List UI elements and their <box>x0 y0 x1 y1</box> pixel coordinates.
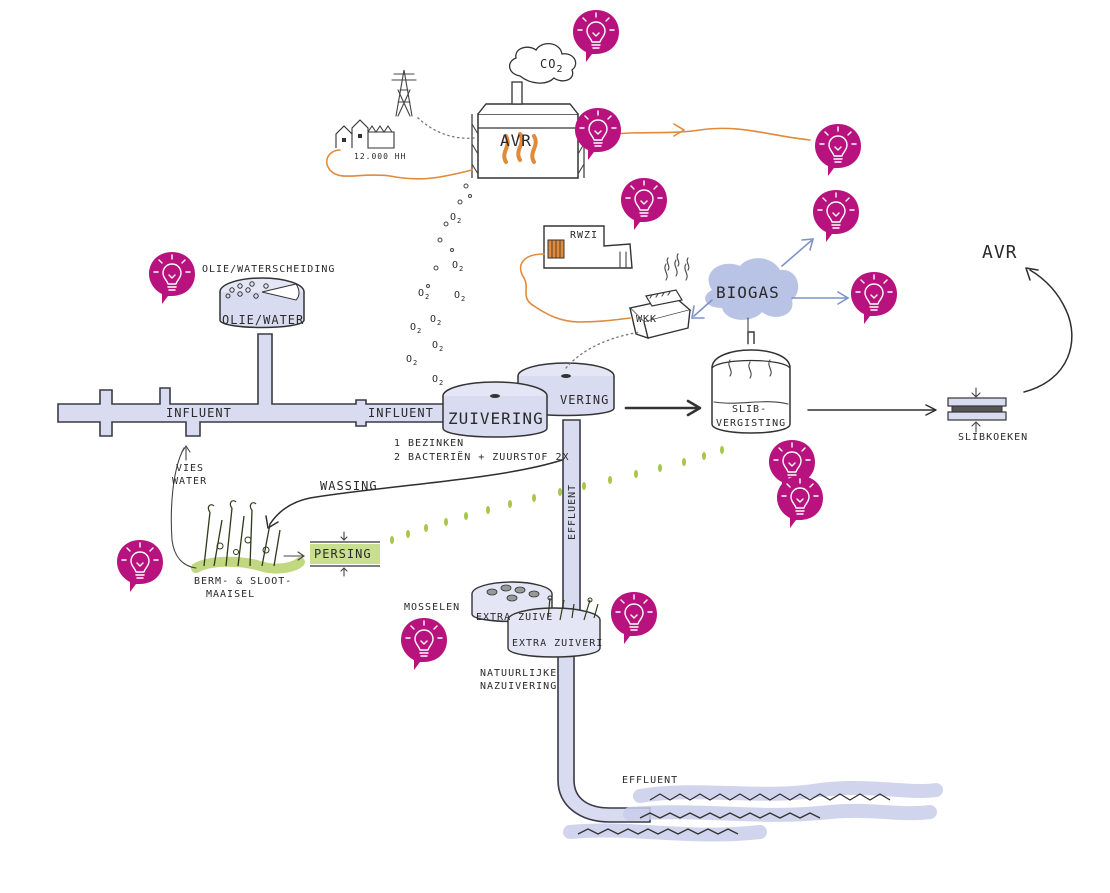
lightbulb-speech-bubble-icon[interactable] <box>850 271 898 325</box>
wkk-label: WKK <box>636 314 657 325</box>
avr-plant-label: AVR <box>500 131 532 150</box>
natuurlijke-label-2: NAZUIVERING <box>480 681 557 692</box>
berm-plants <box>191 500 305 574</box>
avr-heat-left <box>325 149 473 180</box>
lightbulb-speech-bubble-icon[interactable] <box>400 617 448 671</box>
households-label: 12.000 HH <box>354 152 406 161</box>
vies-water-line <box>170 447 197 569</box>
wassing-label: WASSING <box>320 479 378 493</box>
slibvergisting-label-1: SLIB- <box>732 404 767 415</box>
biogas-cloud <box>691 238 850 345</box>
step-2-label: 2 BACTERIËN + ZUURSTOF 2X <box>394 450 570 463</box>
berm-label-2: MAAISEL <box>206 589 255 600</box>
lightbulb-speech-bubble-icon[interactable] <box>574 107 622 161</box>
influent-pipe <box>57 333 451 437</box>
arrow-to-avr <box>1023 267 1073 393</box>
wassing-arrow <box>269 459 563 525</box>
oil-water-title: OLIE/WATERSCHEIDING <box>202 264 335 275</box>
lightbulb-speech-bubble-icon[interactable] <box>812 189 860 243</box>
co2-label: CO2 <box>540 57 563 75</box>
rwzi-heat-loop <box>519 253 631 323</box>
green-drops <box>390 446 724 544</box>
mosselen-label: MOSSELEN <box>404 602 460 613</box>
vies-water-label-2: WATER <box>172 476 207 487</box>
houses <box>335 119 395 149</box>
avr-plant <box>471 81 585 179</box>
o2-label: O2 <box>410 322 422 335</box>
power-dotted-link <box>415 115 475 139</box>
zuivering-tanks <box>442 362 615 438</box>
oil-water-tank-label: OLIE/WATER <box>222 313 304 327</box>
lightbulb-speech-bubble-icon[interactable] <box>620 177 668 231</box>
o2-label: O2 <box>450 212 462 225</box>
vies-water-label-1: VIES <box>176 463 204 474</box>
persing-label: PERSING <box>314 547 372 561</box>
o2-label: O2 <box>454 290 466 303</box>
o2-label: O2 <box>418 288 430 301</box>
arrow-to-slibkoeken <box>807 404 937 416</box>
influent-left-label: INFLUENT <box>166 406 232 420</box>
influent-right-label: INFLUENT <box>368 406 434 420</box>
co2-cloud <box>509 43 577 84</box>
o2-label: O2 <box>432 374 444 387</box>
rwzi-label: RWZI <box>570 230 598 241</box>
labels: INFLUENT INFLUENT OLIE/WATERSCHEIDING OL… <box>166 57 1028 786</box>
effluent-vertical-label: EFFLUENT <box>567 484 578 540</box>
step-1-label: 1 BEZINKEN <box>394 438 464 449</box>
lightbulb-speech-bubble-icon[interactable] <box>814 123 862 177</box>
persing-press <box>310 531 380 577</box>
zuivering-back-label: VERING <box>560 393 609 407</box>
o2-label: O2 <box>452 260 464 273</box>
extra-zuivering-back-label: EXTRA ZUIVE <box>476 612 553 623</box>
extra-zuivering-tanks <box>471 581 601 658</box>
power-pylon <box>391 69 417 117</box>
wkk-dotted-link <box>565 331 641 369</box>
effluent-water <box>563 781 943 842</box>
rwzi-building <box>543 225 633 269</box>
slibkoeken-label: SLIBKOEKEN <box>958 432 1028 443</box>
slibkoeken-press <box>947 387 1007 433</box>
lightbulb-speech-bubble-icon[interactable] <box>610 591 658 645</box>
lightbulb-speech-bubble-icon[interactable] <box>776 475 824 529</box>
extra-zuivering-front-label: EXTRA ZUIVERI <box>512 638 603 649</box>
o2-label: O2 <box>406 354 418 367</box>
berm-label-1: BERM- & SLOOT- <box>194 576 292 587</box>
zuivering-front-label: ZUIVERING <box>448 409 544 428</box>
natuurlijke-label-1: NATUURLIJKE <box>480 668 557 679</box>
lightbulb-speech-bubble-icon[interactable] <box>572 9 620 63</box>
oil-water-separator <box>219 277 305 329</box>
avr-right-label: AVR <box>982 242 1018 263</box>
slibvergisting-label-2: VERGISTING <box>716 418 786 429</box>
oxygen-bubbles <box>426 183 472 288</box>
slibvergisting-digester <box>711 331 791 434</box>
o2-label: O2 <box>430 314 442 327</box>
lightbulb-speech-bubble-icon[interactable] <box>148 251 196 305</box>
biogas-label: BIOGAS <box>716 283 780 302</box>
sludge-arrow <box>624 399 702 417</box>
lightbulb-speech-bubble-icon[interactable] <box>116 539 164 593</box>
o2-label: O2 <box>432 340 444 353</box>
wkk-unit <box>628 253 692 340</box>
effluent-bottom-label: EFFLUENT <box>622 775 678 786</box>
